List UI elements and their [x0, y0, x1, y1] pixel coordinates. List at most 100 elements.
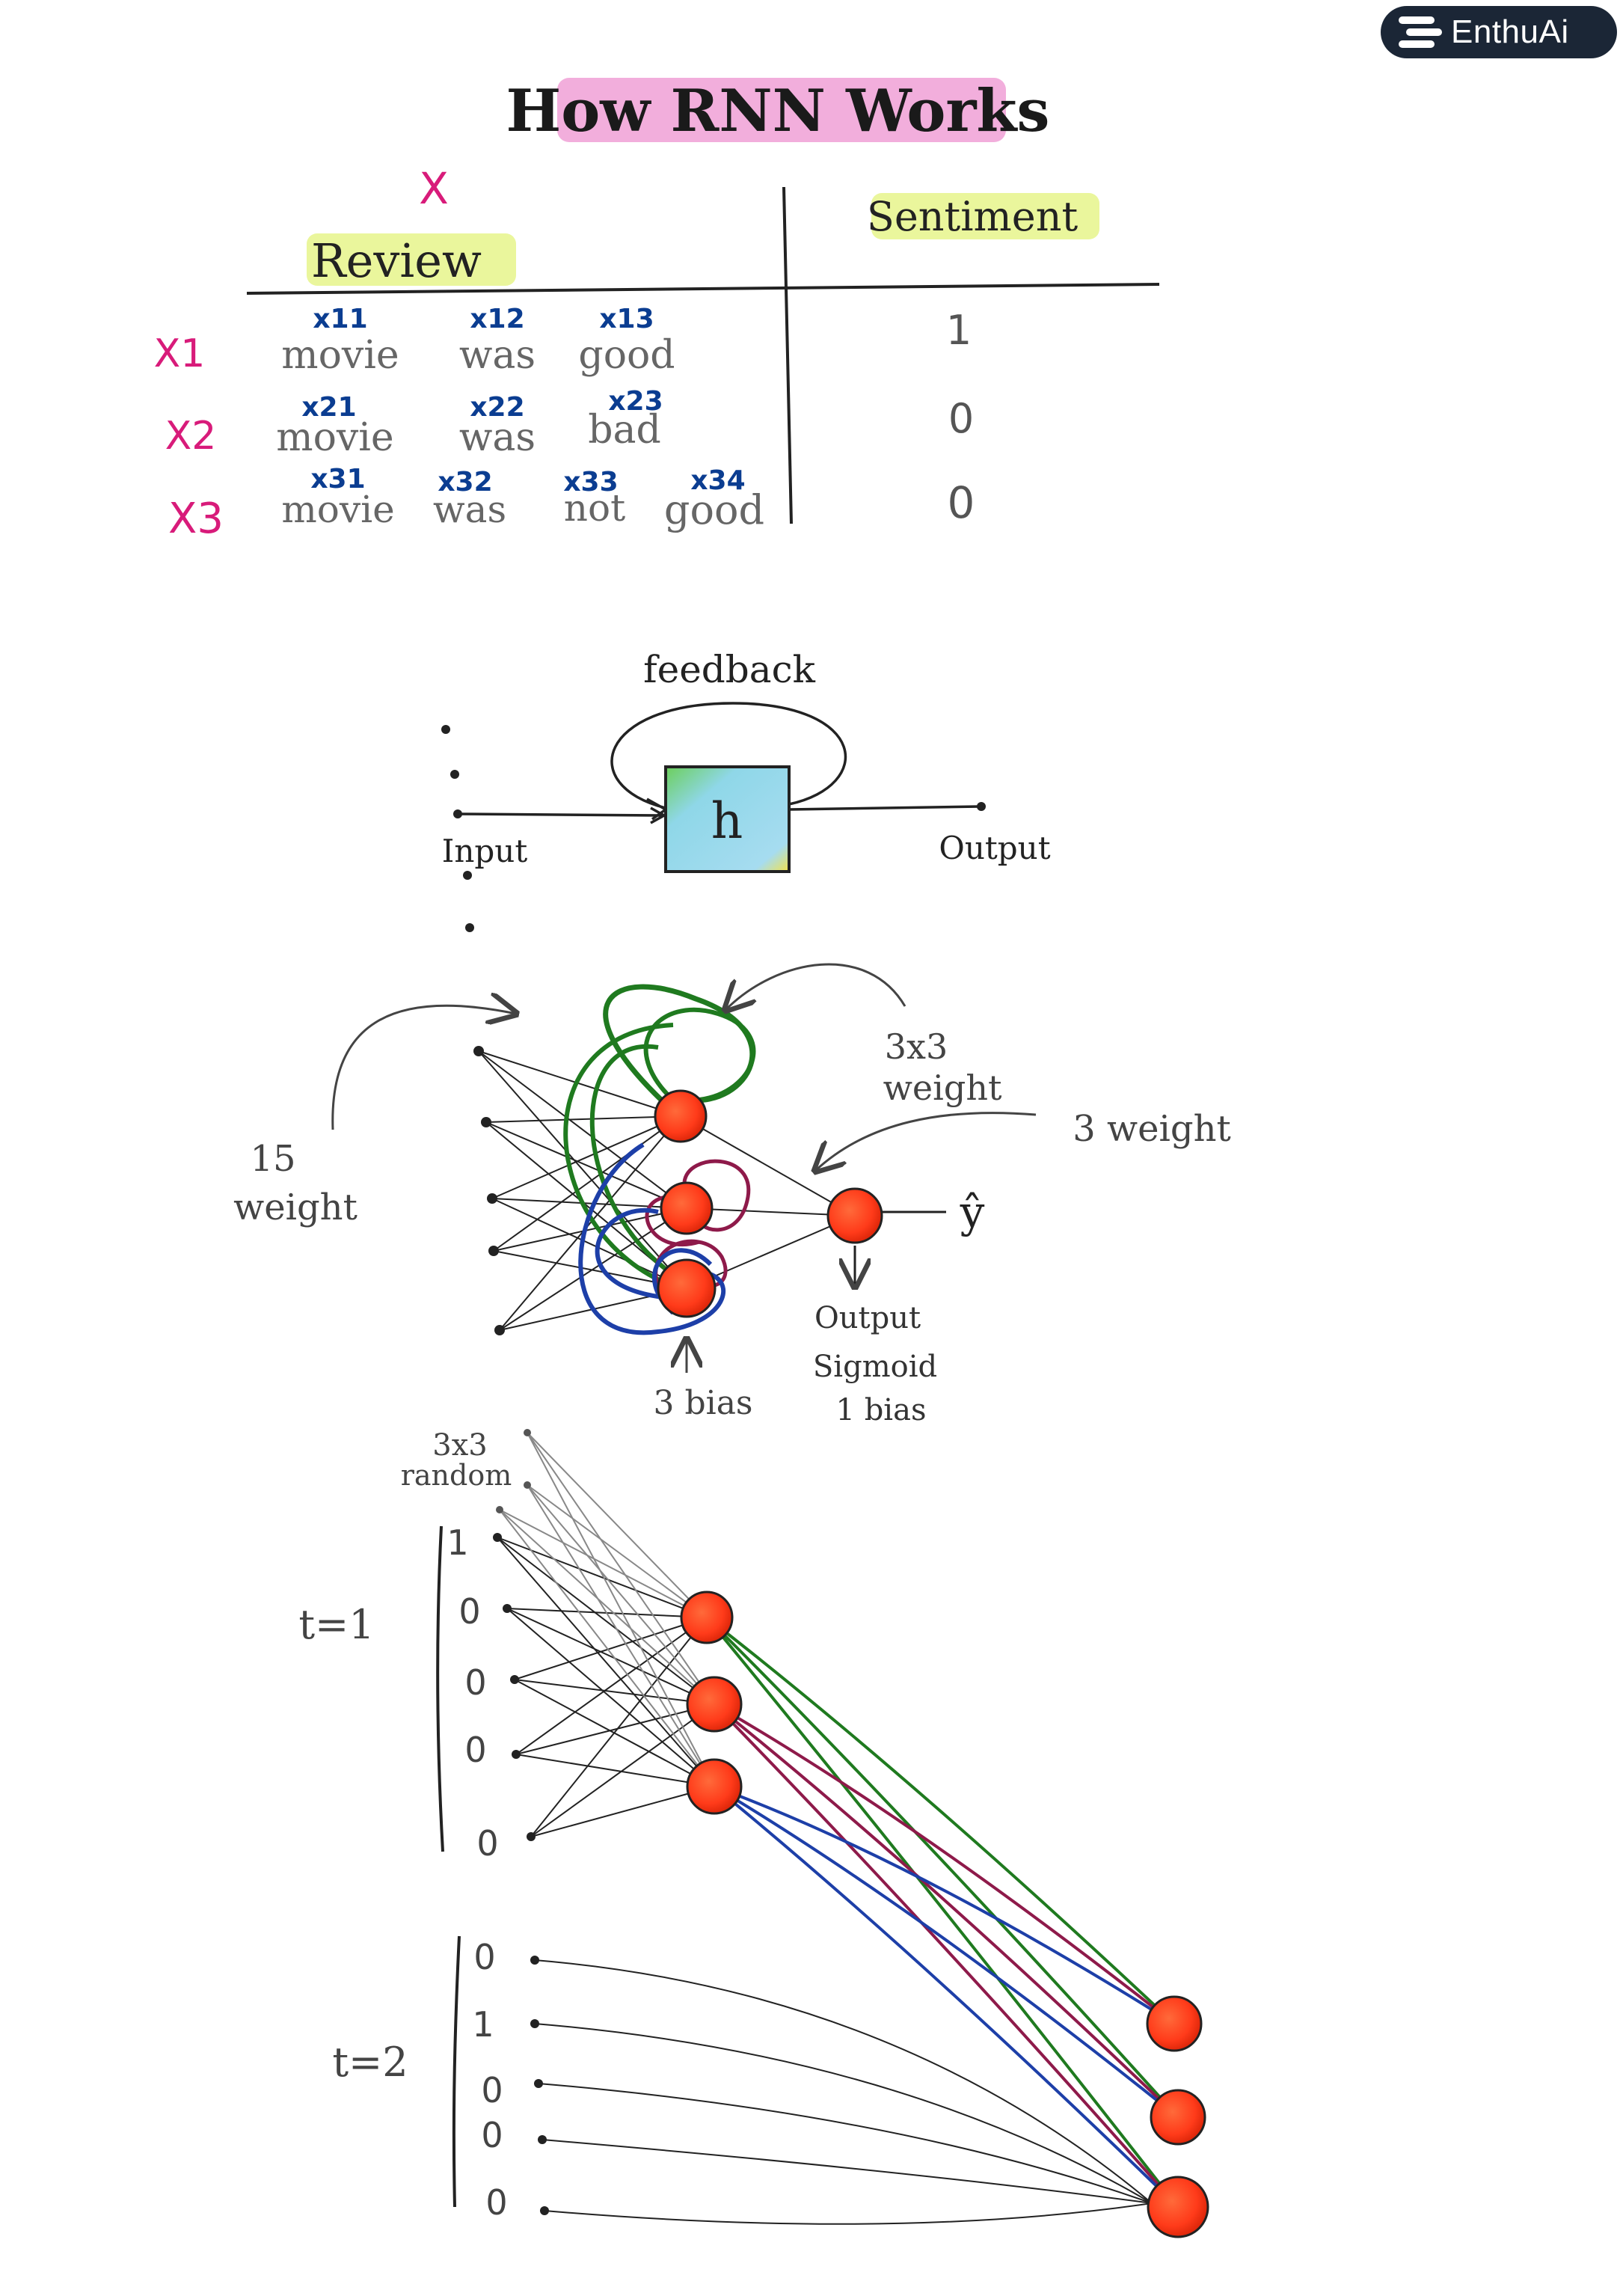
yhat-label: ŷ [960, 1187, 985, 1237]
input-node [487, 1193, 497, 1204]
recurrent-edge [714, 1785, 1176, 2025]
sentiment-value: 1 [946, 307, 972, 354]
brand-name: EnthuAi [1451, 13, 1569, 50]
input-node [473, 1046, 484, 1056]
t1-input-node [527, 1832, 536, 1841]
t1-vector-value: 0 [464, 1730, 486, 1770]
token-label: x32 [438, 467, 492, 498]
t1-hidden-node [680, 1591, 734, 1644]
sequence-dot [453, 809, 462, 818]
recurrent-weight-count: 3x3 [885, 1026, 948, 1067]
input-weight-count: 15 [250, 1138, 295, 1180]
recurrent-loop-green [563, 1023, 674, 1285]
input-to-hidden-edge [499, 1115, 681, 1331]
input-to-hidden-edge [478, 1050, 687, 1209]
t2-hidden-node [1146, 1995, 1203, 2052]
input-node [494, 1325, 505, 1335]
t2-vector-value: 0 [481, 2115, 503, 2155]
random-weight-edge [527, 1484, 715, 1705]
t1-hidden-node [686, 1758, 743, 1815]
input-to-hidden-edge [499, 1207, 687, 1331]
random-weight-edge [499, 1509, 715, 1705]
t1-input-edge [530, 1703, 715, 1837]
feedback-loop [610, 702, 847, 809]
token-word: was [433, 488, 506, 531]
t1-input-edge [497, 1537, 715, 1705]
hidden-node [654, 1089, 708, 1143]
page-title: How RNN Works [506, 77, 1050, 145]
hidden-node [660, 1181, 714, 1235]
t1-hidden-node [686, 1676, 743, 1733]
random-weight-edge [499, 1509, 708, 1618]
output-bias-label: 1 bias [836, 1393, 927, 1427]
t2-input-node [530, 1956, 539, 1965]
recurrent-weight-word: weight [883, 1068, 1002, 1108]
t1-input-node [493, 1533, 502, 1542]
t2-vector-value: 1 [472, 2004, 494, 2045]
token-word: bad [588, 408, 661, 453]
recurrent-edge [714, 1703, 1176, 2025]
output-label: Output [939, 830, 1050, 866]
token-word: was [459, 415, 536, 460]
input-to-hidden-edge [485, 1115, 681, 1123]
t1-vector-value: 0 [476, 1823, 498, 1864]
output-weight-arrow [815, 1112, 1037, 1171]
token-word: good [578, 333, 675, 378]
recurrent-edge [713, 1785, 1179, 2119]
input-weight-word: weight [233, 1187, 358, 1228]
t2-vector-value: 0 [481, 2070, 503, 2110]
recurrent-edge [713, 1703, 1179, 2119]
recurrent-loop-green [589, 1044, 671, 1274]
sentiment-header: Sentiment [867, 193, 1079, 240]
random-weight-edge [527, 1432, 715, 1705]
t1-vector-bracket [436, 1525, 444, 1852]
t2-input-node [530, 2019, 539, 2028]
recurrent-edge [705, 1616, 1179, 2119]
t1-input-edge [515, 1617, 708, 1755]
token-label: x11 [313, 304, 367, 334]
input-to-hidden-edge [485, 1121, 687, 1209]
hidden-cell-label: h [711, 792, 743, 850]
t2-input-edge [534, 2023, 1153, 2204]
title-highlight [557, 78, 1006, 142]
t1-input-edge [506, 1608, 715, 1787]
token-label: x21 [301, 392, 356, 423]
t1-input-node [510, 1675, 519, 1684]
t2-hidden-node [1147, 2176, 1209, 2238]
x-header: X [419, 163, 449, 214]
input-to-hidden-edge [491, 1198, 687, 1209]
sequence-dot [465, 923, 474, 932]
input-to-hidden-edge [478, 1050, 681, 1117]
sentiment-value: 0 [948, 477, 975, 528]
output-weight-label: 3 weight [1073, 1108, 1231, 1150]
t1-input-edge [514, 1617, 708, 1680]
output-activation-sigmoid: Sigmoid [813, 1350, 937, 1384]
token-label: x22 [470, 392, 524, 423]
row-label-x3: X3 [168, 495, 224, 543]
token-label: x34 [690, 465, 745, 496]
sequence-dot [463, 871, 472, 880]
t2-vector-value: 0 [473, 1937, 495, 1977]
input-weight-arrow [331, 1005, 516, 1130]
recurrent-edge [713, 1785, 1179, 2208]
input-to-hidden-edge [491, 1115, 681, 1199]
recurrent-edge [705, 1616, 1176, 2025]
recurrent-loop-maroon [682, 1159, 751, 1232]
random-word: random [401, 1459, 512, 1492]
row-label-x1: X1 [154, 331, 206, 376]
hidden-cell-box [664, 765, 791, 873]
recurrent-loop-green [643, 1008, 756, 1106]
feedback-label: feedback [643, 648, 816, 691]
t2-input-node [540, 2206, 549, 2215]
t1-input-node [503, 1604, 512, 1613]
recurrent-loop-blue [578, 1142, 725, 1335]
t1-input-edge [497, 1537, 715, 1787]
recurrent-loop-maroon [645, 1195, 700, 1246]
random-weight-edge [499, 1509, 715, 1787]
t1-input-node [512, 1750, 521, 1759]
input-label: Input [442, 833, 528, 869]
sequence-dot [441, 725, 450, 734]
stack-logo-icon [1399, 15, 1442, 49]
bias-label: 3 bias [653, 1384, 752, 1422]
token-word: not [564, 486, 625, 530]
